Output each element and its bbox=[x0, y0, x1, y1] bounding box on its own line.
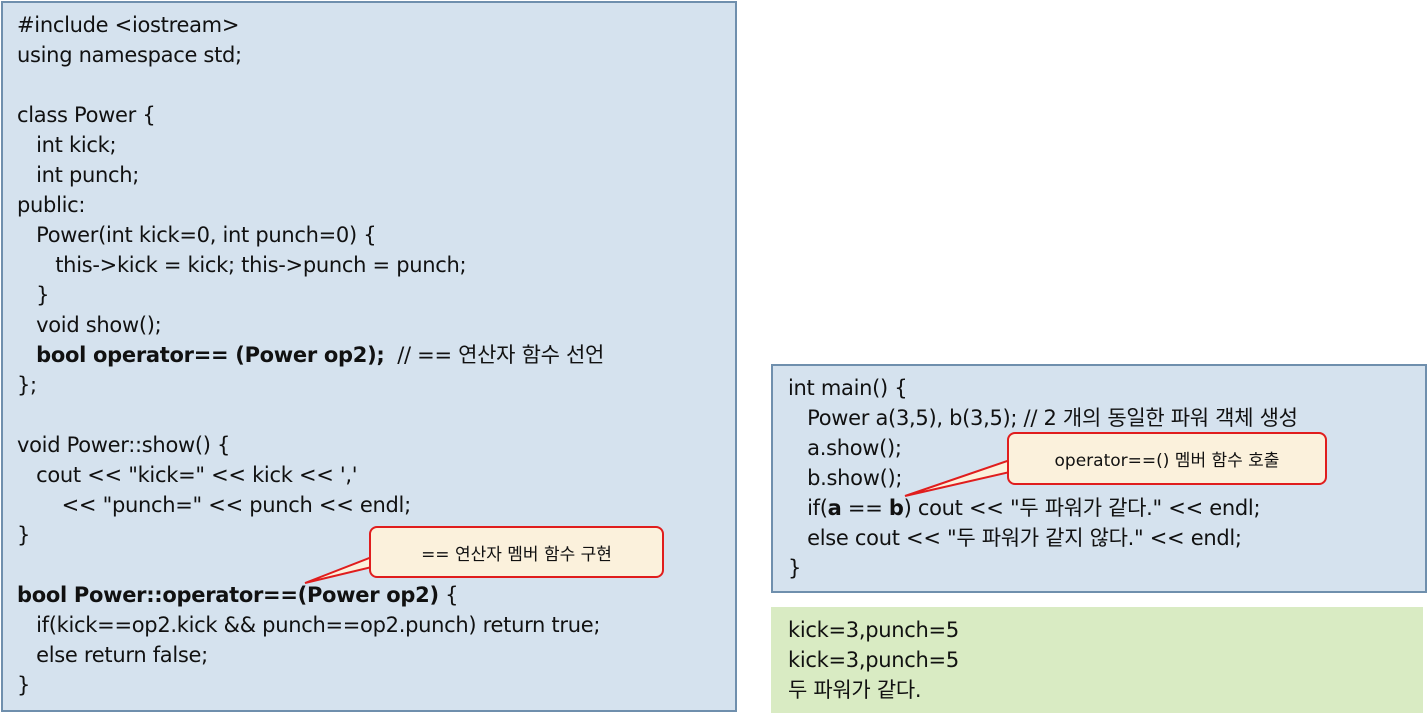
code-segment: ) cout << "두 파워가 같다." << endl; bbox=[903, 496, 1261, 520]
call-callout: operator==() 멤버 함수 호출 bbox=[1007, 432, 1327, 485]
code-segment: int main() { bbox=[788, 376, 908, 400]
code-line: #include <iostream> bbox=[17, 10, 735, 40]
code-segment: int kick; bbox=[17, 133, 117, 157]
code-segment: if(kick==op2.kick && punch==op2.punch) r… bbox=[17, 613, 601, 637]
code-segment: using namespace std; bbox=[17, 43, 242, 67]
code-line: public: bbox=[17, 190, 735, 220]
call-callout-label: operator==() 멤버 함수 호출 bbox=[1054, 451, 1280, 471]
code-segment: } bbox=[17, 283, 50, 307]
code-line: << "punch=" << punch << endl; bbox=[17, 490, 735, 520]
code-line: bool Power::operator==(Power op2) { bbox=[17, 580, 735, 610]
code-segment: else cout << "두 파워가 같지 않다." << endl; bbox=[788, 526, 1242, 550]
code-segment: void Power::show() { bbox=[17, 433, 231, 457]
code-line: this->kick = kick; this->punch = punch; bbox=[17, 250, 735, 280]
code-line: Power(int kick=0, int punch=0) { bbox=[17, 220, 735, 250]
code-segment: else return false; bbox=[17, 643, 208, 667]
code-segment: if( bbox=[788, 496, 828, 520]
code-segment-bold: bool Power::operator==(Power op2) bbox=[17, 583, 439, 607]
code-segment: << "punch=" << punch << endl; bbox=[17, 493, 412, 517]
code-segment: void show(); bbox=[17, 313, 162, 337]
code-line: cout << "kick=" << kick << ',' bbox=[17, 460, 735, 490]
code-segment: } bbox=[788, 556, 802, 580]
code-line: }; bbox=[17, 370, 735, 400]
code-line: using namespace std; bbox=[17, 40, 735, 70]
code-segment: } bbox=[17, 523, 31, 547]
code-line: int kick; bbox=[17, 130, 735, 160]
code-line: } bbox=[17, 670, 735, 700]
code-segment: b.show(); bbox=[788, 466, 903, 490]
code-line: } bbox=[17, 280, 735, 310]
code-line: } bbox=[17, 520, 735, 550]
class-code-panel: #include <iostream> using namespace std; c… bbox=[1, 1, 737, 712]
code-line: b.show(); bbox=[788, 463, 1425, 493]
output-line: 두 파워가 같다. bbox=[788, 675, 1423, 705]
code-segment: int punch; bbox=[17, 163, 140, 187]
code-segment: kick=3,punch=5 bbox=[788, 618, 959, 642]
output-panel: kick=3,punch=5 kick=3,punch=5 두 파워가 같다. bbox=[771, 607, 1423, 713]
code-segment: Power a(3,5), b(3,5); // 2 개의 동일한 파워 객체 … bbox=[788, 406, 1298, 430]
code-line bbox=[17, 70, 735, 100]
code-line: void Power::show() { bbox=[17, 430, 735, 460]
code-segment: Power(int kick=0, int punch=0) { bbox=[17, 223, 377, 247]
code-line: int main() { bbox=[788, 373, 1425, 403]
code-segment: // == 연산자 함수 선언 bbox=[384, 343, 605, 367]
code-segment-bold: bool operator== (Power op2); bbox=[36, 343, 385, 367]
code-line: else return false; bbox=[17, 640, 735, 670]
impl-callout: == 연산자 멤버 함수 구현 bbox=[369, 526, 664, 578]
code-segment-bold: b bbox=[888, 496, 904, 520]
code-line bbox=[17, 400, 735, 430]
code-segment: #include <iostream> bbox=[17, 13, 240, 37]
code-segment: public: bbox=[17, 193, 86, 217]
code-segment: }; bbox=[17, 373, 37, 397]
code-segment: 두 파워가 같다. bbox=[788, 678, 922, 702]
code-segment: a.show(); bbox=[788, 436, 902, 460]
code-segment: { bbox=[438, 583, 459, 607]
code-line: class Power { bbox=[17, 100, 735, 130]
code-line: } bbox=[788, 553, 1425, 583]
code-segment: cout << "kick=" << kick << ',' bbox=[17, 463, 358, 487]
code-segment: } bbox=[17, 673, 31, 697]
output-line: kick=3,punch=5 bbox=[788, 645, 1423, 675]
code-line: bool operator== (Power op2); // == 연산자 함… bbox=[17, 340, 735, 370]
code-segment: kick=3,punch=5 bbox=[788, 648, 959, 672]
code-segment-bold: a bbox=[827, 496, 842, 520]
code-segment: == bbox=[841, 496, 889, 520]
code-segment: class Power { bbox=[17, 103, 156, 127]
code-line: Power a(3,5), b(3,5); // 2 개의 동일한 파워 객체 … bbox=[788, 403, 1425, 433]
main-code-block: int main() { Power a(3,5), b(3,5); // 2 … bbox=[788, 373, 1425, 583]
code-line: a.show(); bbox=[788, 433, 1425, 463]
code-segment: this->kick = kick; this->punch = punch; bbox=[17, 253, 467, 277]
code-line: void show(); bbox=[17, 310, 735, 340]
impl-callout-label: == 연산자 멤버 함수 구현 bbox=[421, 544, 612, 565]
code-line: int punch; bbox=[17, 160, 735, 190]
output-block: kick=3,punch=5 kick=3,punch=5 두 파워가 같다. bbox=[788, 615, 1423, 705]
code-line: if(a == b) cout << "두 파워가 같다." << endl; bbox=[788, 493, 1425, 523]
class-code-block: #include <iostream> using namespace std; c… bbox=[17, 10, 735, 700]
output-line: kick=3,punch=5 bbox=[788, 615, 1423, 645]
code-line: if(kick==op2.kick && punch==op2.punch) r… bbox=[17, 610, 735, 640]
code-segment bbox=[17, 343, 36, 367]
code-line: else cout << "두 파워가 같지 않다." << endl; bbox=[788, 523, 1425, 553]
